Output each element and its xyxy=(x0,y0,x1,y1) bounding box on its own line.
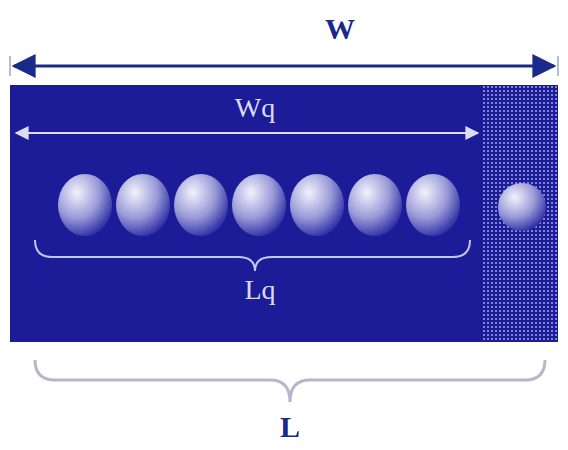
dimension-tick xyxy=(557,56,559,76)
brace xyxy=(35,360,545,402)
brace xyxy=(35,240,470,271)
customer-figure xyxy=(290,174,344,236)
customer-figure xyxy=(174,174,228,236)
customer-in-service xyxy=(498,183,546,231)
server-area xyxy=(483,85,558,342)
customer-figure xyxy=(58,174,112,236)
dimension-tick xyxy=(9,56,11,76)
customer-figure xyxy=(116,174,170,236)
dimension-label: Wq xyxy=(235,93,275,124)
dimension-label: W xyxy=(325,12,355,45)
queue-band: WqLq xyxy=(10,85,558,342)
dimension-label: L xyxy=(280,410,300,443)
dimension-label: Lq xyxy=(244,275,275,306)
customer-figure xyxy=(406,174,460,236)
customer-figure xyxy=(232,174,286,236)
queue-art xyxy=(10,85,558,342)
dimension-arrow xyxy=(14,65,554,68)
dimension-arrow xyxy=(16,132,478,134)
customer-figure xyxy=(348,174,402,236)
